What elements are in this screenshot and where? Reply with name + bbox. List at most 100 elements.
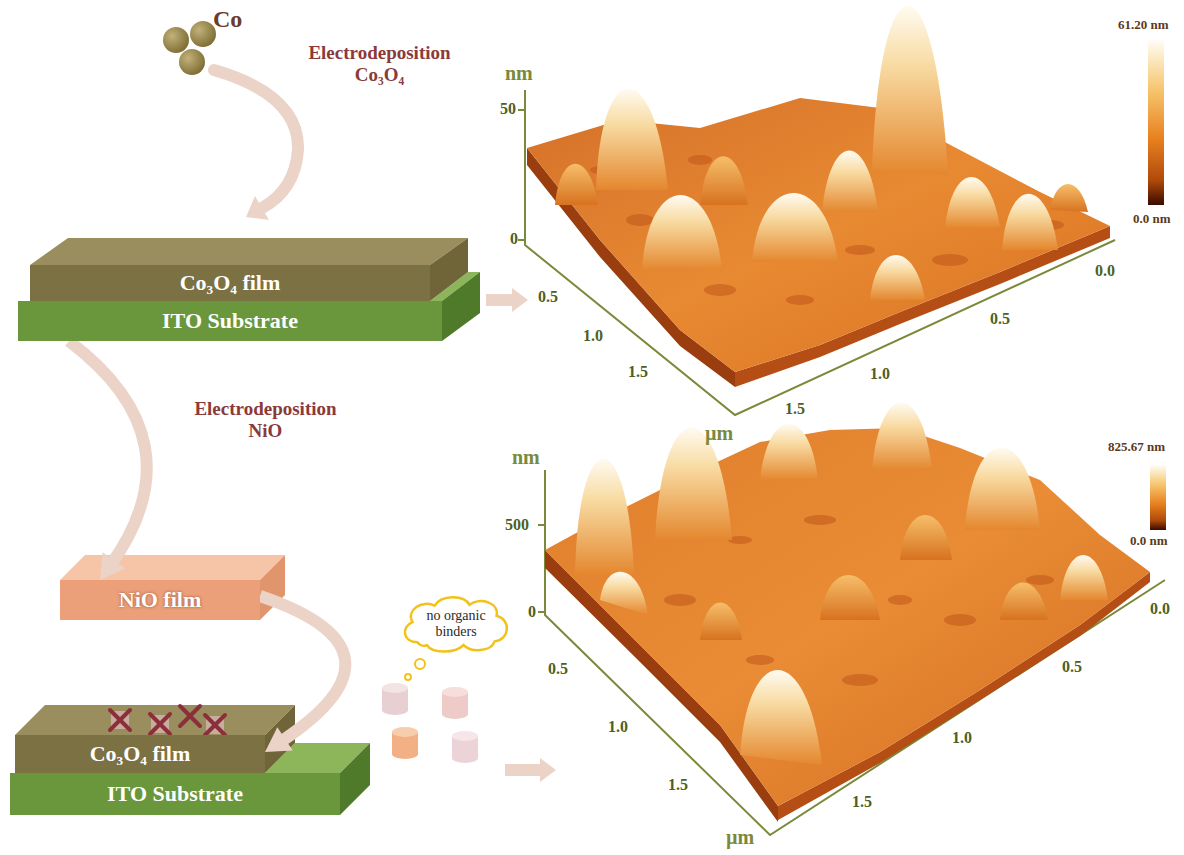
cloud-outline xyxy=(405,597,507,651)
afm-surface-top xyxy=(786,295,814,305)
tick-label: 0 xyxy=(510,230,518,248)
powder-cylinder xyxy=(442,687,468,697)
cross-mark xyxy=(110,710,130,730)
cross-mark xyxy=(110,706,225,735)
powder-cylinder xyxy=(392,727,418,737)
afm-surface-top xyxy=(688,155,712,165)
tick-label: 1.5 xyxy=(628,363,648,381)
film-layer: Co₃O₄ film xyxy=(30,265,430,301)
afm-surface-bottom xyxy=(1060,555,1108,600)
tick-label: 0.5 xyxy=(548,660,568,678)
afm-surface-top xyxy=(626,214,654,226)
afm-surface-bottom xyxy=(664,594,696,606)
cross-mark xyxy=(111,711,129,729)
powder-cylinder xyxy=(382,683,408,693)
arrow-head xyxy=(265,727,293,752)
afm-surface-top xyxy=(872,6,948,175)
tick-label: 1.5 xyxy=(852,793,872,811)
layer-faces xyxy=(30,238,468,265)
cross-mark xyxy=(180,706,200,726)
process-label: Electrodeposition NiO xyxy=(178,398,353,442)
powder-cylinder xyxy=(452,731,478,741)
afm-surface-bottom xyxy=(1150,465,1166,530)
arrow-head xyxy=(100,552,125,580)
afm-surface-bottom xyxy=(700,603,742,641)
tick-label: 0 xyxy=(528,603,536,621)
afm-surface-bottom xyxy=(1000,583,1048,621)
afm-surface-top xyxy=(555,164,598,205)
cross-mark xyxy=(151,715,169,733)
powder-cylinder xyxy=(452,753,478,763)
afm-surface-bottom xyxy=(575,459,634,575)
layer-label: Co₃O₄ film xyxy=(180,270,281,295)
scale-label: 825.67 nm xyxy=(1108,440,1165,455)
afm-surface-bottom xyxy=(600,572,648,615)
afm-surface-bottom xyxy=(664,515,1054,686)
afm-surface-bottom xyxy=(538,403,1166,836)
cloud-bubble xyxy=(405,659,425,680)
cloud-bubble xyxy=(405,674,411,680)
afm-surface-bottom xyxy=(655,428,732,541)
afm-surface-bottom xyxy=(820,575,880,620)
process-arrow xyxy=(214,70,298,208)
afm-surface-top xyxy=(945,177,1000,228)
afm-surface-top xyxy=(518,239,525,241)
tick-label: 0.5 xyxy=(1062,658,1082,676)
cross-mark xyxy=(150,714,170,734)
afm-surface-top xyxy=(518,109,525,111)
afm-surface-bottom xyxy=(538,611,545,613)
scale-label: 61.20 nm xyxy=(1118,18,1169,33)
afm-surface-top xyxy=(642,195,722,270)
tick-label: 0.0 xyxy=(1095,262,1115,280)
afm-surface-bottom xyxy=(872,403,932,471)
cloud-bubble xyxy=(415,659,425,669)
afm-surface-bottom xyxy=(944,614,976,626)
process-arrow xyxy=(214,70,298,220)
process-arrow xyxy=(486,294,512,306)
afm-surface-top xyxy=(1148,40,1164,205)
powder-cylinder xyxy=(442,709,468,719)
tick-label: 1.0 xyxy=(608,718,628,736)
afm-surface-top xyxy=(932,254,968,266)
process-arrow xyxy=(260,596,345,752)
tick-label: 1.0 xyxy=(870,365,890,383)
tick-label: 500 xyxy=(505,516,529,534)
axis-unit: nm xyxy=(505,62,533,85)
afm-surface-top xyxy=(870,255,925,300)
afm-surface-top xyxy=(1002,194,1058,250)
scale-label: 0.0 nm xyxy=(1133,212,1171,227)
process-label: Electrodeposition Co₃O₄ xyxy=(292,42,467,86)
arrow-line xyxy=(69,341,147,565)
process-arrow xyxy=(246,196,269,220)
tick-label: 1.0 xyxy=(952,729,972,747)
powder-cylinder xyxy=(392,749,418,759)
cobalt-particles xyxy=(190,21,216,47)
afm-surface-bottom xyxy=(746,655,774,665)
tick-label: 50 xyxy=(500,100,516,118)
layer-faces xyxy=(15,705,295,735)
layer-label: NiO film xyxy=(119,587,202,612)
afm-surface-bottom xyxy=(545,428,1150,806)
afm-surface-bottom xyxy=(740,670,822,765)
layer-faces xyxy=(340,743,370,815)
cross-mark xyxy=(110,710,130,730)
afm-surface-top xyxy=(752,193,838,262)
tick-label: 0.0 xyxy=(1150,600,1170,618)
process-arrow xyxy=(505,764,540,776)
afm-surface-top xyxy=(845,245,875,255)
afm-surface-top xyxy=(596,89,668,190)
afm-surface-top xyxy=(700,156,748,205)
process-arrow xyxy=(505,758,556,782)
arrow-line xyxy=(260,596,345,742)
axis-unit: µm xyxy=(705,422,733,445)
layer-faces xyxy=(60,555,285,580)
afm-surface-bottom xyxy=(538,524,545,526)
substrate-layer: ITO Substrate xyxy=(10,773,340,815)
process-arrow xyxy=(486,288,528,312)
afm-surface-bottom xyxy=(965,448,1040,531)
note-text: no organic binders xyxy=(414,608,498,640)
axis-unit: nm xyxy=(512,446,540,469)
afm-surface-bottom xyxy=(900,515,952,560)
cobalt-particles xyxy=(163,27,189,53)
